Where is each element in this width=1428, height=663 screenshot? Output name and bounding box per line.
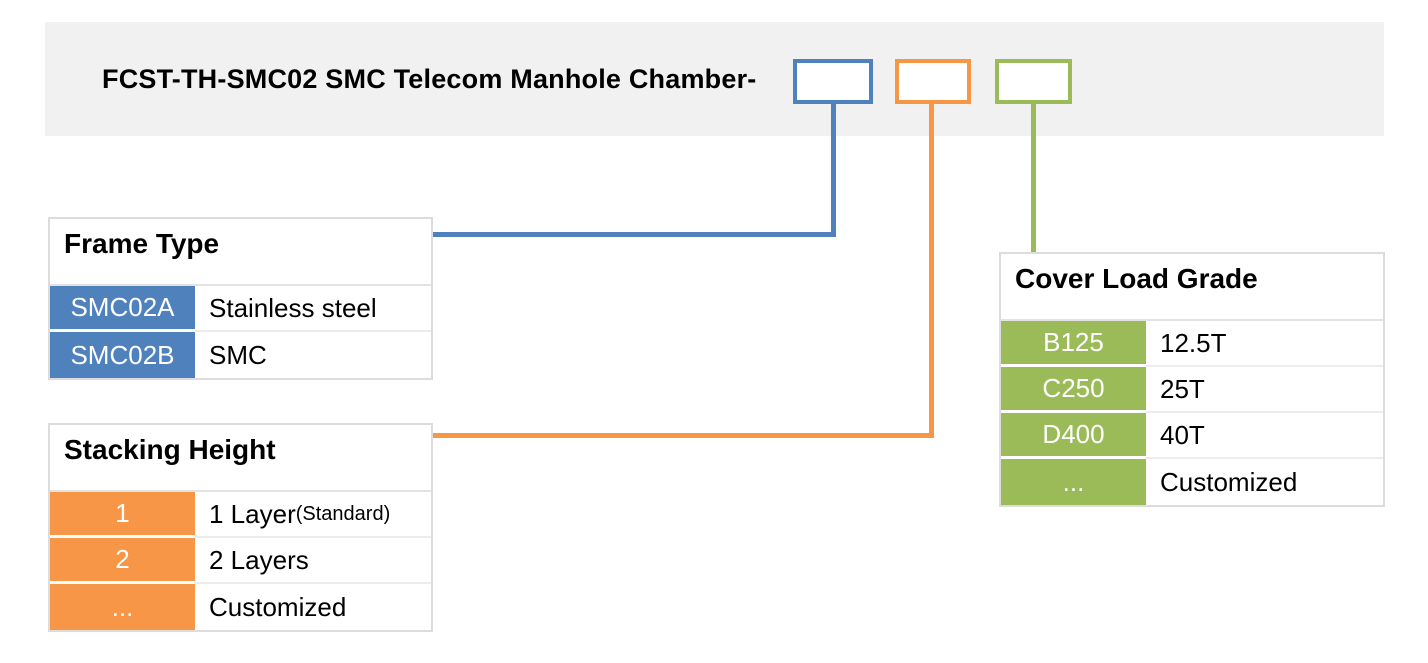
table-row: D400 40T	[1001, 413, 1383, 459]
code-cell: D400	[1001, 413, 1146, 459]
frame-type-connector-horizontal	[433, 232, 836, 237]
code-cell: ...	[1001, 459, 1146, 505]
table-row: 1 1 Layer(Standard)	[50, 492, 431, 538]
value-cell: Stainless steel	[195, 286, 431, 332]
stacking-height-table-title: Stacking Height	[50, 425, 431, 492]
table-row: ... Customized	[1001, 459, 1383, 505]
value-cell: 25T	[1146, 367, 1383, 413]
table-row: ... Customized	[50, 584, 431, 630]
value-cell: Customized	[209, 591, 347, 622]
code-cell: B125	[1001, 321, 1146, 367]
cover-load-grade-connector-vertical	[1031, 102, 1036, 254]
product-code-title: FCST-TH-SMC02 SMC Telecom Manhole Chambe…	[102, 63, 757, 94]
stacking-height-code-box	[895, 59, 971, 104]
code-cell: SMC02B	[50, 332, 195, 378]
value-cell: SMC	[209, 339, 267, 370]
code-cell: SMC02A	[50, 286, 195, 332]
table-row: B125 12.5T	[1001, 321, 1383, 367]
frame-type-table-title: Frame Type	[50, 219, 431, 286]
table-row: SMC02A Stainless steel	[50, 286, 431, 332]
value-note: (Standard)	[295, 502, 391, 525]
frame-type-connector-vertical	[831, 102, 836, 237]
stacking-height-connector-horizontal	[433, 433, 934, 438]
value-cell: 40T	[1146, 413, 1383, 459]
value-cell: 12.5T	[1146, 321, 1383, 367]
code-cell: 1	[50, 492, 195, 538]
value-cell: Customized	[1160, 466, 1298, 497]
code-cell: C250	[1001, 367, 1146, 413]
cover-load-grade-code-box	[995, 59, 1072, 104]
table-row: 2 2 Layers	[50, 538, 431, 584]
table-row: SMC02B SMC	[50, 332, 431, 378]
frame-type-table: Frame Type SMC02A Stainless steel SMC02B…	[48, 217, 433, 380]
frame-type-code-box	[793, 59, 873, 104]
code-cell: ...	[50, 584, 195, 630]
title-band: FCST-TH-SMC02 SMC Telecom Manhole Chambe…	[45, 22, 1384, 136]
cover-load-grade-table-title: Cover Load Grade	[1001, 254, 1383, 321]
code-cell: 2	[50, 538, 195, 584]
cover-load-grade-table: Cover Load Grade B125 12.5T C250 25T D40…	[999, 252, 1385, 507]
value-cell: 2 Layers	[195, 538, 431, 584]
value-text: 1 Layer	[209, 498, 296, 529]
stacking-height-connector-vertical	[929, 102, 934, 438]
stacking-height-table: Stacking Height 1 1 Layer(Standard) 2 2 …	[48, 423, 433, 632]
table-row: C250 25T	[1001, 367, 1383, 413]
value-cell: 1 Layer(Standard)	[195, 492, 431, 538]
